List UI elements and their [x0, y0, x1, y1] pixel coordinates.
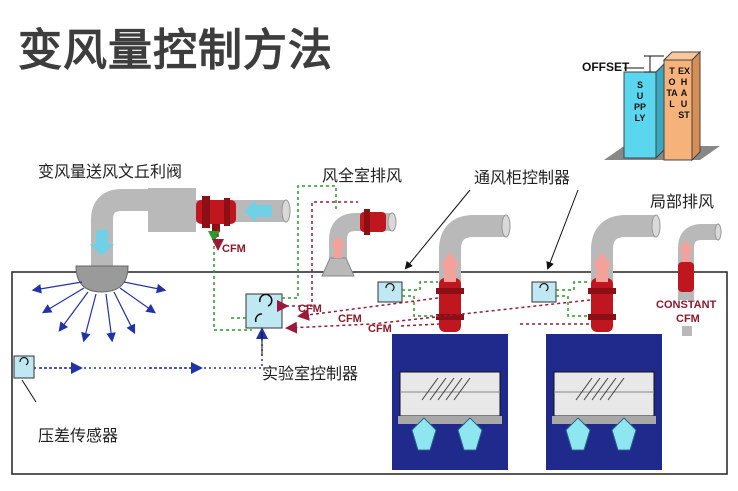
- general-exhaust-duct: [321, 209, 397, 277]
- label-general-exhaust: 风全室排风: [322, 166, 403, 185]
- green-signal-lines: [208, 185, 590, 331]
- cfm-label-3: CFM: [368, 323, 392, 335]
- label-vav-valve: 变风量送风文丘利阀: [38, 162, 183, 181]
- red-signal-lines: [212, 201, 591, 334]
- hood-controller-2: [531, 281, 557, 303]
- lab-room-outline: [11, 271, 728, 475]
- supply-down-arrow: [90, 230, 114, 256]
- supply-bar: [623, 71, 657, 159]
- lab-controller-box: [245, 293, 283, 329]
- label-pressure-sensor: 压差传感器: [38, 426, 119, 445]
- cfm-label-1: CFM: [298, 303, 322, 315]
- inset-offset-label: OFFSET: [582, 60, 630, 74]
- cfm-label-2: CFM: [338, 313, 362, 325]
- label-pointer-lines: [21, 189, 579, 403]
- fume-hood-1: [392, 214, 511, 470]
- supply-flow-arrow: [244, 200, 272, 222]
- label-local-exhaust: 局部排风: [650, 192, 715, 211]
- supply-diffuser: [75, 265, 129, 293]
- local-exhaust-duct: [678, 223, 722, 336]
- supply-duct: [91, 188, 291, 268]
- fume-hood-2: [546, 214, 662, 470]
- hood-controller-1: [377, 281, 403, 303]
- inset-total-label: TOTAL: [666, 66, 678, 109]
- vav-venturi-valve: [196, 196, 236, 232]
- blue-signal-lines: [34, 327, 268, 374]
- inset-exhaust-label: EXHAUST: [678, 66, 691, 120]
- inset-supply-label: SUPPLY: [634, 80, 647, 123]
- label-lab-controller: 实验室控制器: [262, 364, 359, 383]
- constant-cfm-label: CFM: [676, 313, 700, 325]
- cfm-label-supply: CFM: [222, 243, 246, 255]
- constant-label: CONSTANT: [656, 299, 717, 311]
- diffuser-spray-arrows: [31, 281, 167, 343]
- page-title: 变风量控制方法: [18, 25, 333, 76]
- label-hood-controller: 通风柜控制器: [474, 168, 571, 187]
- inset-supply-exhaust-graphic: [604, 50, 720, 162]
- pressure-sensor-box: [13, 355, 35, 379]
